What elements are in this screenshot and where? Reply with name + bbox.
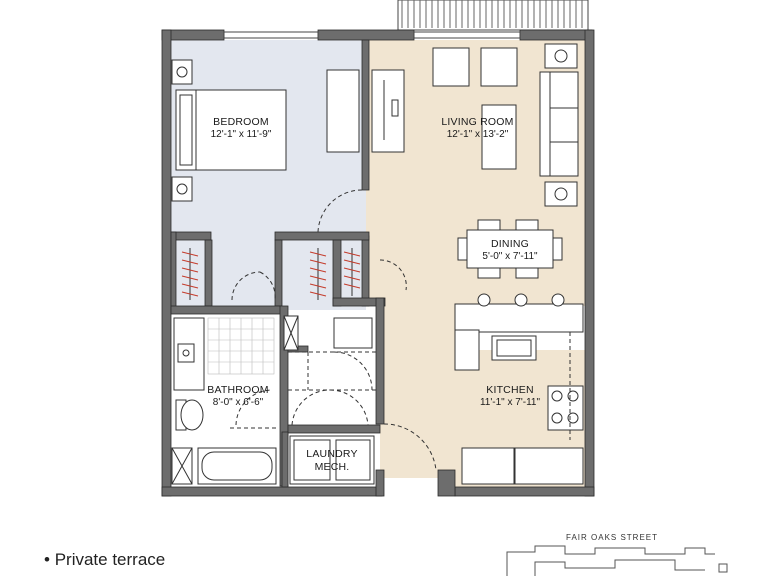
kitchen-label: KITCHEN 11'-1" x 7'-11" [472,384,548,410]
living-dims: 12'-1" x 13'-2" [446,129,509,141]
laundry-label: LAUNDRY MECH. [300,448,364,474]
bathroom-label: BATHROOM 8'-0" x 6'-6" [196,384,280,410]
bathroom-dims: 8'-0" x 6'-6" [212,397,264,409]
bedroom-door [317,189,363,233]
living-label: LIVING ROOM 12'-1" x 13'-2" [430,116,525,142]
windows [223,31,521,39]
dresser [326,69,360,153]
bathroom-dashed [230,351,376,429]
walls [161,29,595,497]
bathroom-name: BATHROOM [207,384,269,396]
feature-item: Private terrace [44,548,166,572]
features-list: Private terrace [44,548,166,572]
bedroom-dims: 12'-1" x 11'-9" [210,129,272,141]
laundry-units [289,435,375,485]
closet-doors [231,259,407,301]
street-label: FAIR OAKS STREET [566,533,659,542]
kitchen-name: KITCHEN [486,384,534,396]
bedroom-name: BEDROOM [213,116,269,128]
living-name: LIVING ROOM [441,116,514,128]
dining-name: DINING [491,238,529,250]
closet-hangers [181,251,361,297]
bathroom-fixtures [171,315,373,485]
bathroom-tiles [207,317,275,375]
bedroom-label: BEDROOM 12'-1" x 11'-9" [196,116,286,142]
dining-table [457,219,563,279]
bed [171,59,287,202]
kitchen-dims: 11'-1" x 7'-11" [479,397,541,409]
terrace [397,0,589,31]
laundry-sub: MECH. [314,461,350,474]
kitchen-counter [454,293,584,485]
key-plan [506,545,728,576]
kitchen-dashed [383,332,571,471]
living-furniture [371,43,579,207]
closet-rods [189,248,353,300]
dining-dims: 5'-0" x 7'-11" [482,251,538,263]
dining-label: DINING 5'-0" x 7'-11" [470,238,550,264]
laundry-name: LAUNDRY [306,448,358,460]
